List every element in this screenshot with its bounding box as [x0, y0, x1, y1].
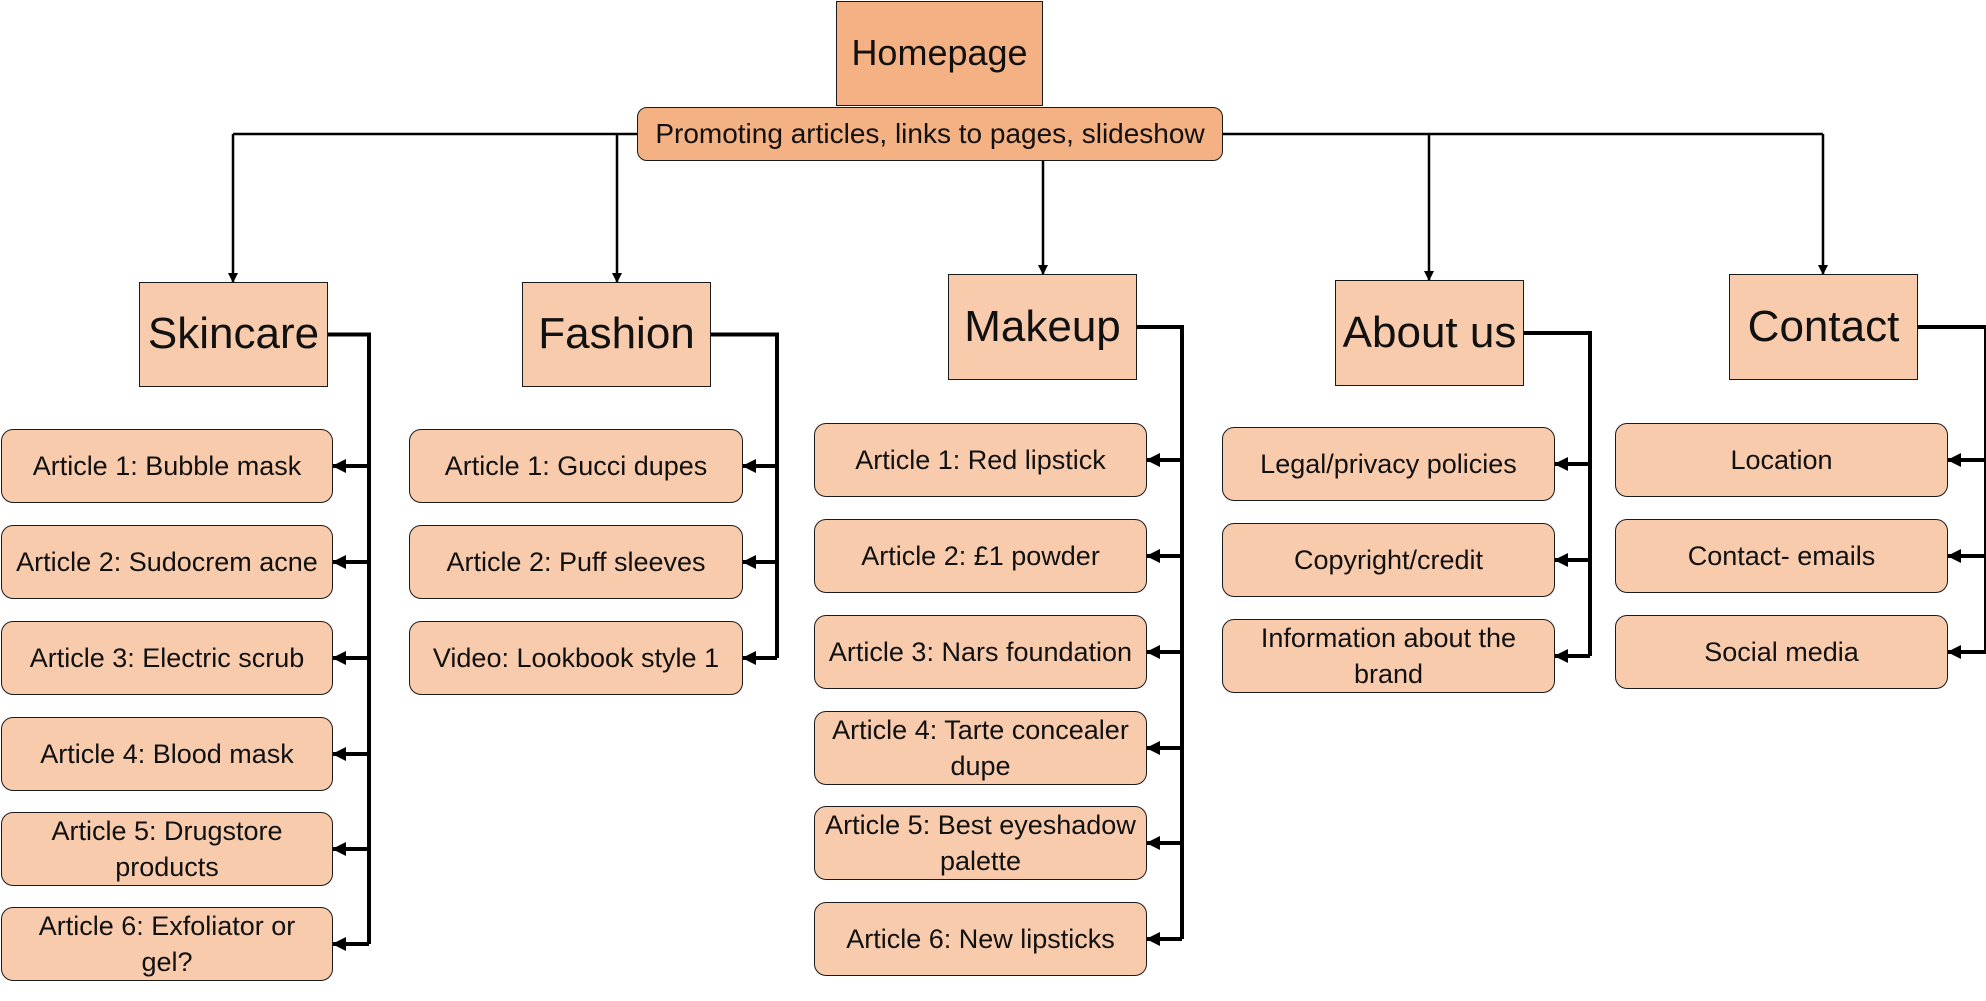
page-box: Article 2: Sudocrem acne — [1, 525, 333, 599]
homepage-description-box: Promoting articles, links to pages, slid… — [637, 107, 1223, 161]
section-title: About us — [1342, 307, 1517, 357]
page-box: Article 1: Red lipstick — [814, 423, 1147, 497]
section-title: Fashion — [538, 309, 695, 359]
homepage-title: Homepage — [851, 32, 1028, 74]
page-box: Article 1: Gucci dupes — [409, 429, 743, 503]
section-spine — [328, 332, 371, 944]
page-label: Article 3: Electric scrub — [29, 642, 305, 673]
section-spine — [1137, 325, 1184, 939]
page-label: Article 6: Exfoliator or gel? — [38, 910, 296, 977]
page-box: Information about the brand — [1222, 619, 1555, 693]
section-title: Contact — [1747, 301, 1900, 351]
page-label: Location — [1730, 444, 1833, 475]
page-label: Article 1: Gucci dupes — [444, 450, 708, 481]
page-box: Article 5: Best eyeshadow palette — [814, 806, 1147, 880]
page-label: Article 1: Red lipstick — [855, 444, 1106, 475]
page-box: Contact- emails — [1615, 519, 1948, 593]
page-box: Social media — [1615, 615, 1948, 689]
page-label: Video: Lookbook style 1 — [432, 642, 720, 673]
top-connectors — [228, 132, 1828, 283]
page-label: Article 5: Best eyeshadow palette — [825, 809, 1136, 876]
section-contact: Contact — [1729, 274, 1918, 380]
section-title: Skincare — [147, 309, 320, 359]
page-box: Location — [1615, 423, 1948, 497]
page-box: Article 6: New lipsticks — [814, 902, 1147, 976]
page-box: Article 3: Nars foundation — [814, 615, 1147, 689]
homepage-description: Promoting articles, links to pages, slid… — [655, 117, 1205, 149]
page-box: Article 4: Tarte concealer dupe — [814, 711, 1147, 785]
section-spine — [711, 332, 779, 658]
section-about-us: About us — [1335, 280, 1524, 386]
page-label: Article 5: Drugstore products — [51, 815, 283, 882]
page-label: Article 4: Blood mask — [40, 738, 294, 769]
page-label: Copyright/credit — [1293, 544, 1484, 575]
page-label: Article 6: New lipsticks — [846, 923, 1115, 954]
page-box: Article 4: Blood mask — [1, 717, 333, 791]
homepage-box: Homepage — [836, 1, 1043, 106]
section-title: Makeup — [964, 301, 1121, 351]
page-label: Article 2: Sudocrem acne — [16, 546, 318, 577]
page-box: Video: Lookbook style 1 — [409, 621, 743, 695]
page-label: Article 2: £1 powder — [861, 540, 1100, 571]
section-fashion: Fashion — [522, 282, 711, 387]
page-box: Article 5: Drugstore products — [1, 812, 333, 886]
page-box: Legal/privacy policies — [1222, 427, 1555, 501]
page-box: Article 6: Exfoliator or gel? — [1, 907, 333, 981]
page-box: Article 1: Bubble mask — [1, 429, 333, 503]
branch-connectors — [328, 325, 1986, 951]
page-box: Article 2: £1 powder — [814, 519, 1147, 593]
page-label: Contact- emails — [1687, 540, 1876, 571]
page-box: Article 2: Puff sleeves — [409, 525, 743, 599]
page-label: Social media — [1704, 636, 1859, 667]
section-makeup: Makeup — [948, 274, 1137, 380]
page-label: Information about the brand — [1260, 622, 1517, 689]
page-label: Article 4: Tarte concealer dupe — [832, 714, 1129, 781]
page-label: Article 1: Bubble mask — [32, 450, 302, 481]
page-label: Article 2: Puff sleeves — [446, 546, 706, 577]
page-label: Legal/privacy policies — [1260, 448, 1517, 479]
section-skincare: Skincare — [139, 282, 328, 387]
page-box: Article 3: Electric scrub — [1, 621, 333, 695]
section-spine — [1918, 325, 1986, 652]
page-label: Article 3: Nars foundation — [828, 636, 1133, 667]
section-spine — [1524, 331, 1592, 656]
page-box: Copyright/credit — [1222, 523, 1555, 597]
